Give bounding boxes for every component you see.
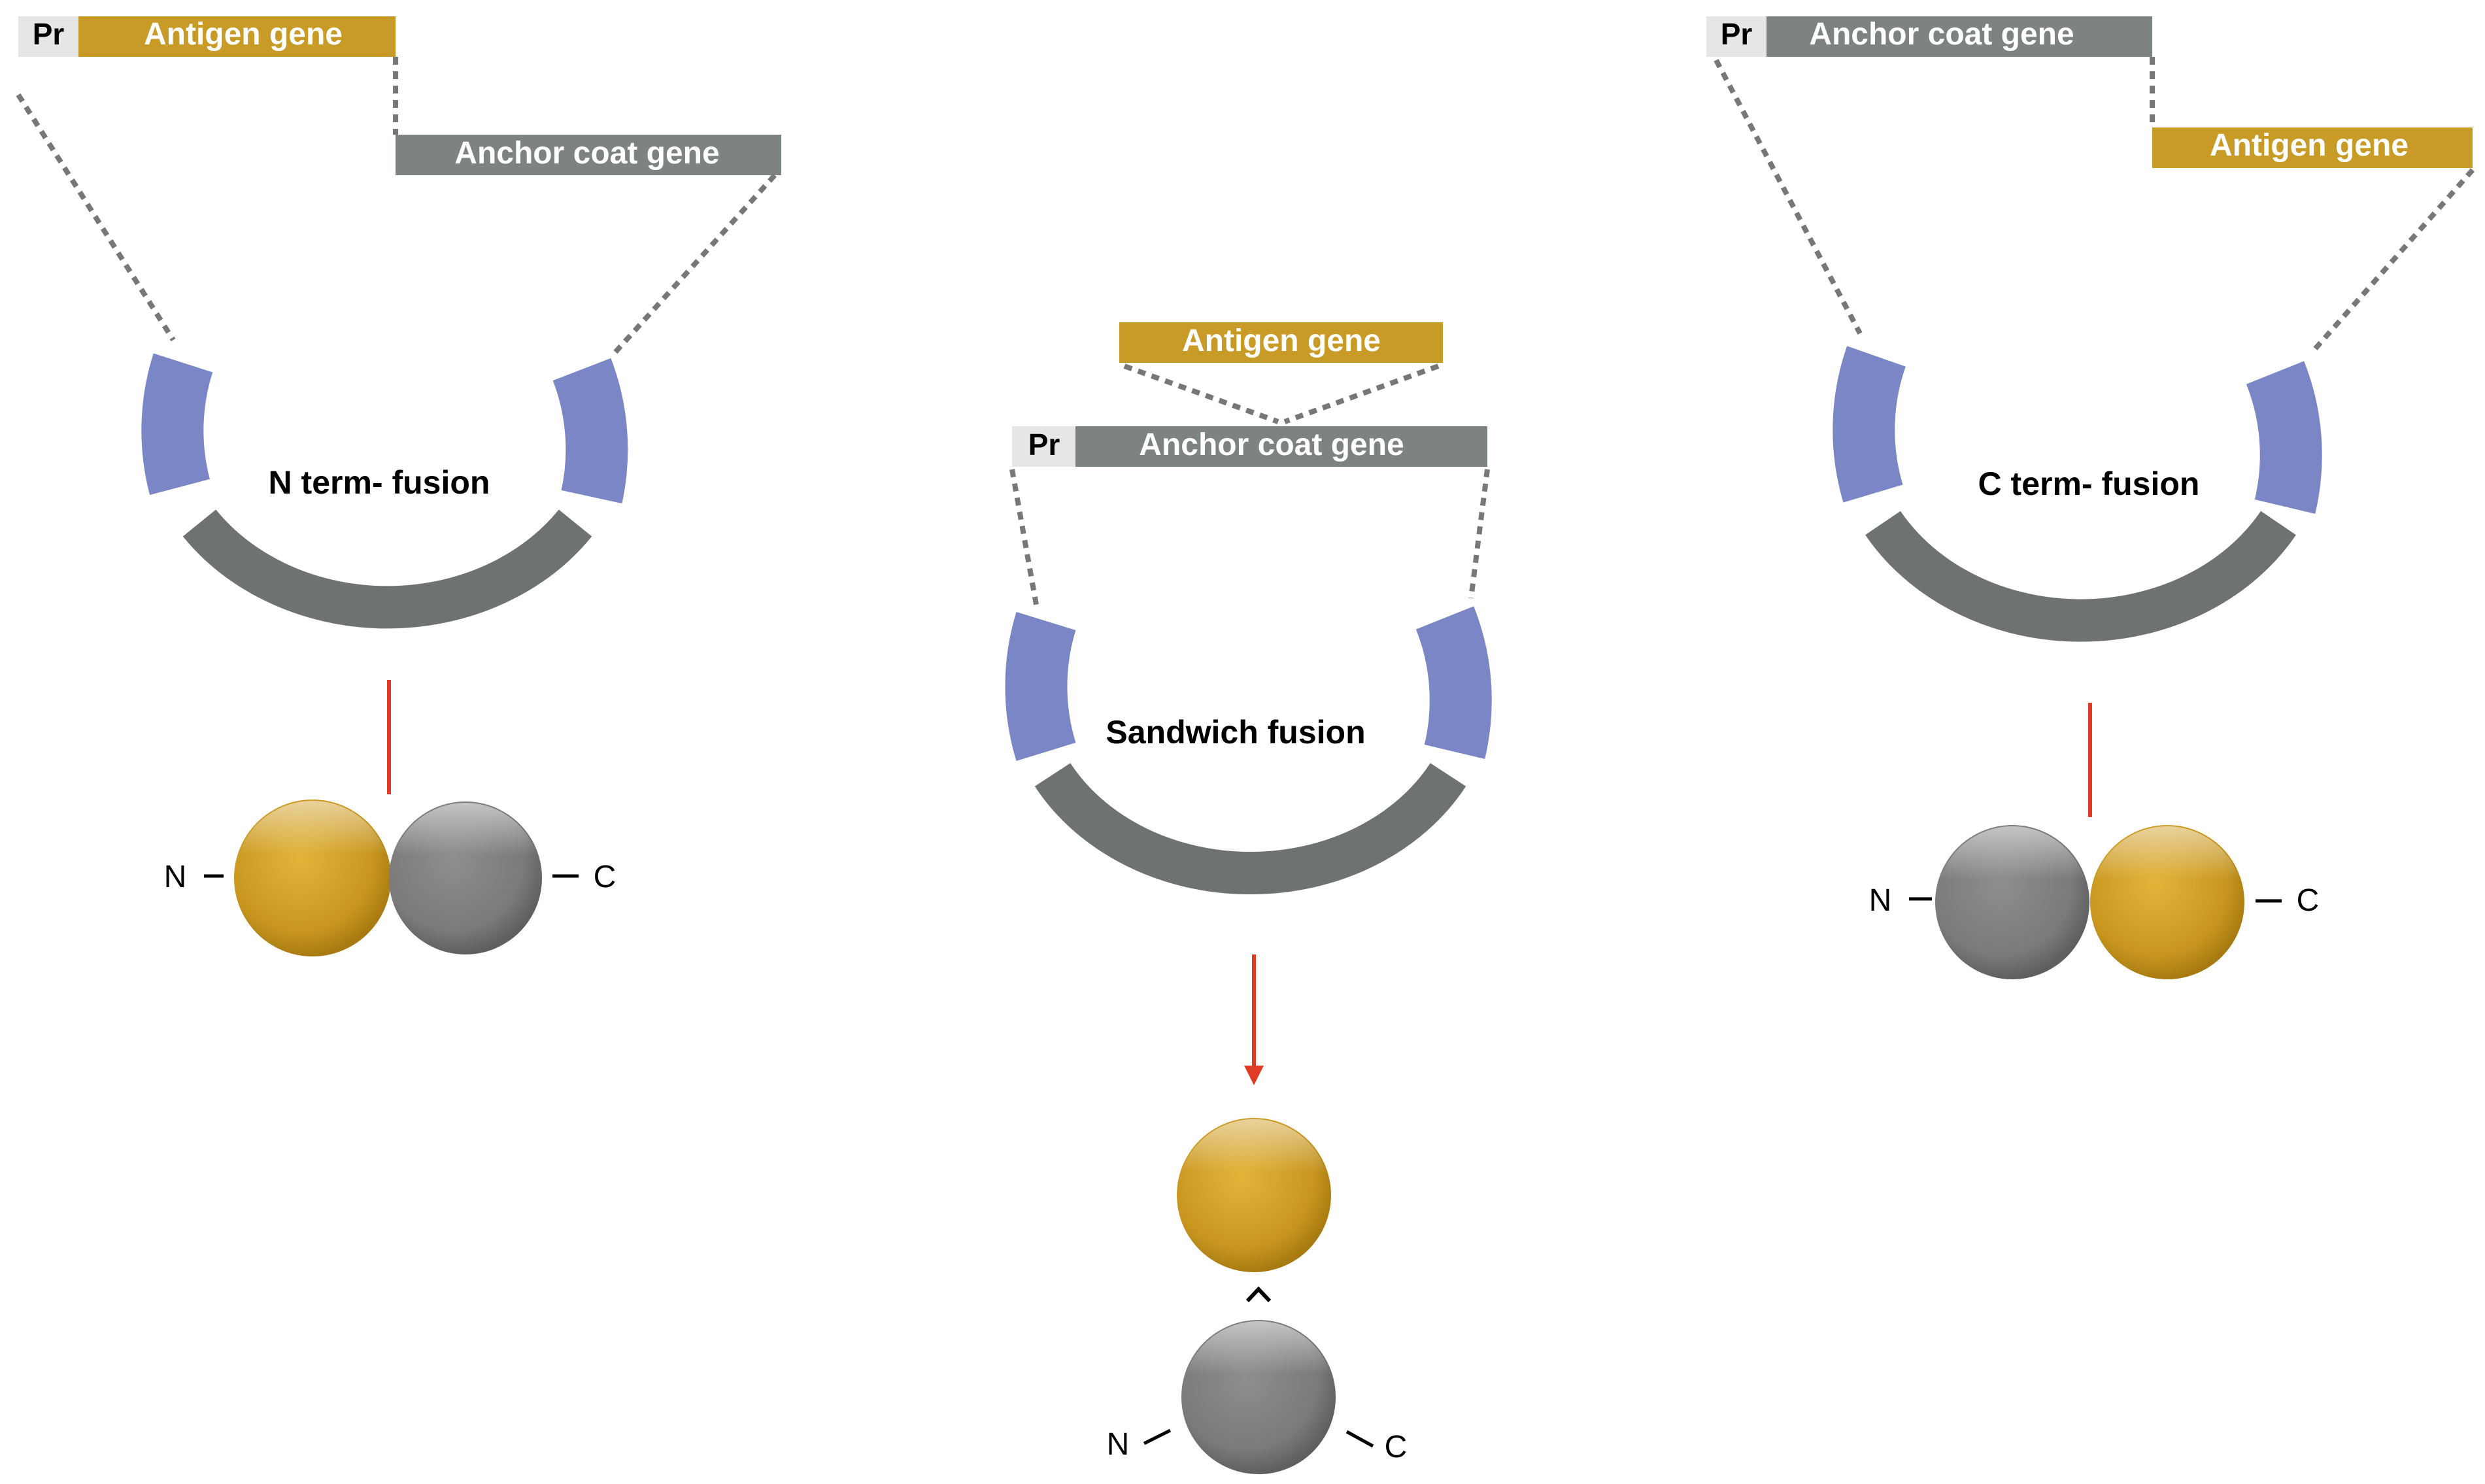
left-plasmid-arm-left — [141, 353, 213, 496]
right-dashed-guide-right — [2312, 168, 2475, 352]
middle-antigen-insert-label: Antigen gene — [1182, 324, 1381, 358]
left-antigen-gene-label: Antigen gene — [144, 17, 343, 52]
middle-anchor-sheen — [1183, 1321, 1334, 1473]
middle-n-terminus-tick — [1143, 1428, 1172, 1445]
middle-insert-guide-left — [1123, 363, 1279, 424]
left-promoter-label: Pr — [33, 17, 65, 51]
middle-c-terminus-tick — [1345, 1430, 1374, 1448]
middle-plasmid-arm-left — [1005, 612, 1076, 761]
c-term-fusion-panel: Pr Anchor coat gene Antigen gene C term-… — [1706, 16, 2475, 979]
left-n-terminus-label: N — [164, 860, 187, 894]
right-plasmid-backbone — [1865, 511, 2296, 642]
middle-promoter-box — [1012, 426, 1075, 467]
left-antigen-gene-box — [78, 16, 396, 57]
left-anchor-gene-box — [396, 135, 781, 175]
right-antigen-gene-box — [2152, 127, 2473, 168]
right-fusion-title: C term- fusion — [1978, 465, 2200, 502]
middle-c-terminus-label: C — [1385, 1430, 1408, 1464]
right-anchor-gene-box — [1767, 16, 2152, 57]
middle-anchor-gene-box — [1075, 426, 1487, 467]
right-plasmid: C term- fusion — [1833, 346, 2322, 642]
middle-anchor-gene-label: Anchor coat gene — [1139, 428, 1404, 462]
right-dashed-guide-left — [1714, 59, 1863, 335]
left-c-terminus-label: C — [594, 860, 617, 894]
left-plasmid: N term- fusion — [141, 353, 628, 629]
middle-plasmid-backbone — [1034, 763, 1466, 895]
right-antigen-sheen — [2091, 826, 2243, 978]
middle-antigen-sheen — [1178, 1119, 1330, 1271]
middle-dashed-guide-left — [1009, 469, 1039, 605]
middle-n-terminus-label: N — [1107, 1427, 1130, 1462]
left-dashed-guide-left — [16, 93, 176, 342]
left-anchor-sheen — [390, 803, 541, 953]
left-promoter-box — [18, 16, 78, 57]
left-antigen-sheen — [235, 801, 390, 955]
middle-dashed-guide-right — [1468, 469, 1490, 599]
middle-linker-caret — [1245, 1286, 1272, 1303]
middle-insert-guide-right — [1283, 363, 1440, 424]
right-gene-construct: Pr Anchor coat gene Antigen gene — [1706, 16, 2473, 168]
middle-fusion-protein: N C — [1107, 1118, 1408, 1474]
right-promoter-box — [1706, 16, 1767, 57]
left-dashed-guide-right — [613, 173, 777, 355]
middle-plasmid: Sandwich fusion — [1005, 606, 1492, 895]
n-term-fusion-panel: Pr Antigen gene Anchor coat gene N term-… — [16, 16, 781, 956]
left-plasmid-arm-right — [552, 358, 628, 504]
right-antigen-gene-label: Antigen gene — [2210, 128, 2409, 163]
right-anchor-sheen — [1936, 826, 2088, 978]
sandwich-fusion-panel: Antigen gene Pr Anchor coat gene Sandwic… — [1005, 322, 1492, 1474]
left-fusion-protein: N C — [164, 800, 617, 956]
middle-antigen-insert-box — [1119, 322, 1443, 363]
left-fusion-title: N term- fusion — [269, 464, 490, 501]
middle-plasmid-arm-right — [1415, 606, 1492, 760]
right-n-terminus-label: N — [1869, 883, 1892, 918]
right-anchor-gene-label: Anchor coat gene — [1809, 17, 2074, 52]
right-promoter-label: Pr — [1721, 17, 1753, 51]
left-plasmid-backbone — [182, 509, 592, 629]
middle-gene-construct: Antigen gene Pr Anchor coat gene — [1012, 322, 1487, 467]
right-c-terminus-label: C — [2297, 883, 2320, 918]
right-plasmid-arm-right — [2246, 361, 2322, 514]
right-fusion-protein: N C — [1869, 825, 2320, 979]
right-plasmid-arm-left — [1833, 346, 1906, 503]
left-anchor-gene-label: Anchor coat gene — [454, 136, 719, 171]
middle-fusion-title: Sandwich fusion — [1106, 714, 1365, 750]
left-gene-construct: Pr Antigen gene Anchor coat gene — [18, 16, 781, 175]
middle-promoter-label: Pr — [1028, 428, 1060, 462]
